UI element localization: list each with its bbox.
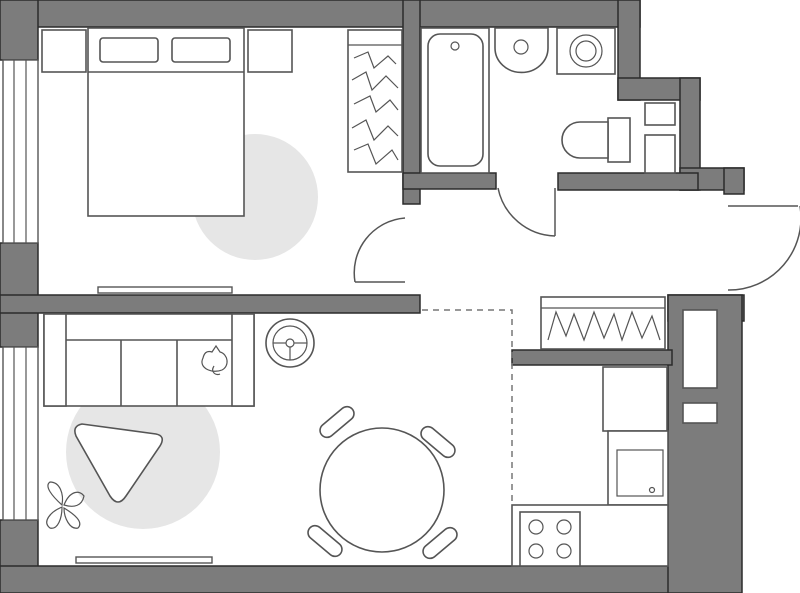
door-bedroom	[353, 217, 406, 283]
nightstand-left	[41, 29, 87, 73]
door-bathroom	[497, 187, 556, 237]
sofa-icon	[43, 313, 255, 407]
wall-bottom	[0, 565, 691, 593]
wall-niche-2	[644, 134, 676, 174]
plant-icon	[46, 481, 85, 529]
wall-top	[0, 0, 641, 28]
living-room-radiator	[75, 556, 213, 564]
window-living-room	[2, 346, 39, 521]
wall-bedroom-living	[0, 294, 421, 314]
fridge-icon	[602, 366, 668, 432]
wall-kitchen-top	[511, 349, 673, 366]
washing-machine-icon	[556, 27, 616, 75]
wall-niche-3	[682, 309, 718, 389]
wall-left-top	[0, 0, 39, 61]
sink-icon	[494, 27, 549, 74]
wall-bedroom-bath	[402, 0, 421, 205]
walls	[0, 0, 745, 593]
door-entrance	[727, 205, 800, 291]
bed-icon	[87, 27, 245, 217]
wall-right-bath-5	[723, 167, 745, 195]
bedroom-radiator	[97, 286, 233, 294]
window-bedroom	[2, 59, 39, 244]
nightstand-right	[247, 29, 293, 73]
wall-niche-4	[682, 402, 718, 424]
toilet-icon	[561, 117, 631, 163]
wall-niche-1	[644, 102, 676, 126]
kitchen-sink-icon	[607, 430, 669, 506]
wall-bath-bottom-left	[402, 172, 497, 190]
dining-table-icon	[307, 405, 458, 560]
cat-icon	[201, 344, 228, 376]
stove-icon	[519, 511, 581, 567]
coffee-table	[74, 423, 164, 503]
wall-bath-bottom-right	[557, 172, 699, 191]
steering-wheel-icon	[265, 318, 315, 368]
hall-wardrobe-icon	[540, 296, 666, 350]
wardrobe-icon	[347, 29, 403, 173]
bathtub-icon	[420, 27, 490, 174]
kitchen-open-boundary	[422, 309, 513, 505]
